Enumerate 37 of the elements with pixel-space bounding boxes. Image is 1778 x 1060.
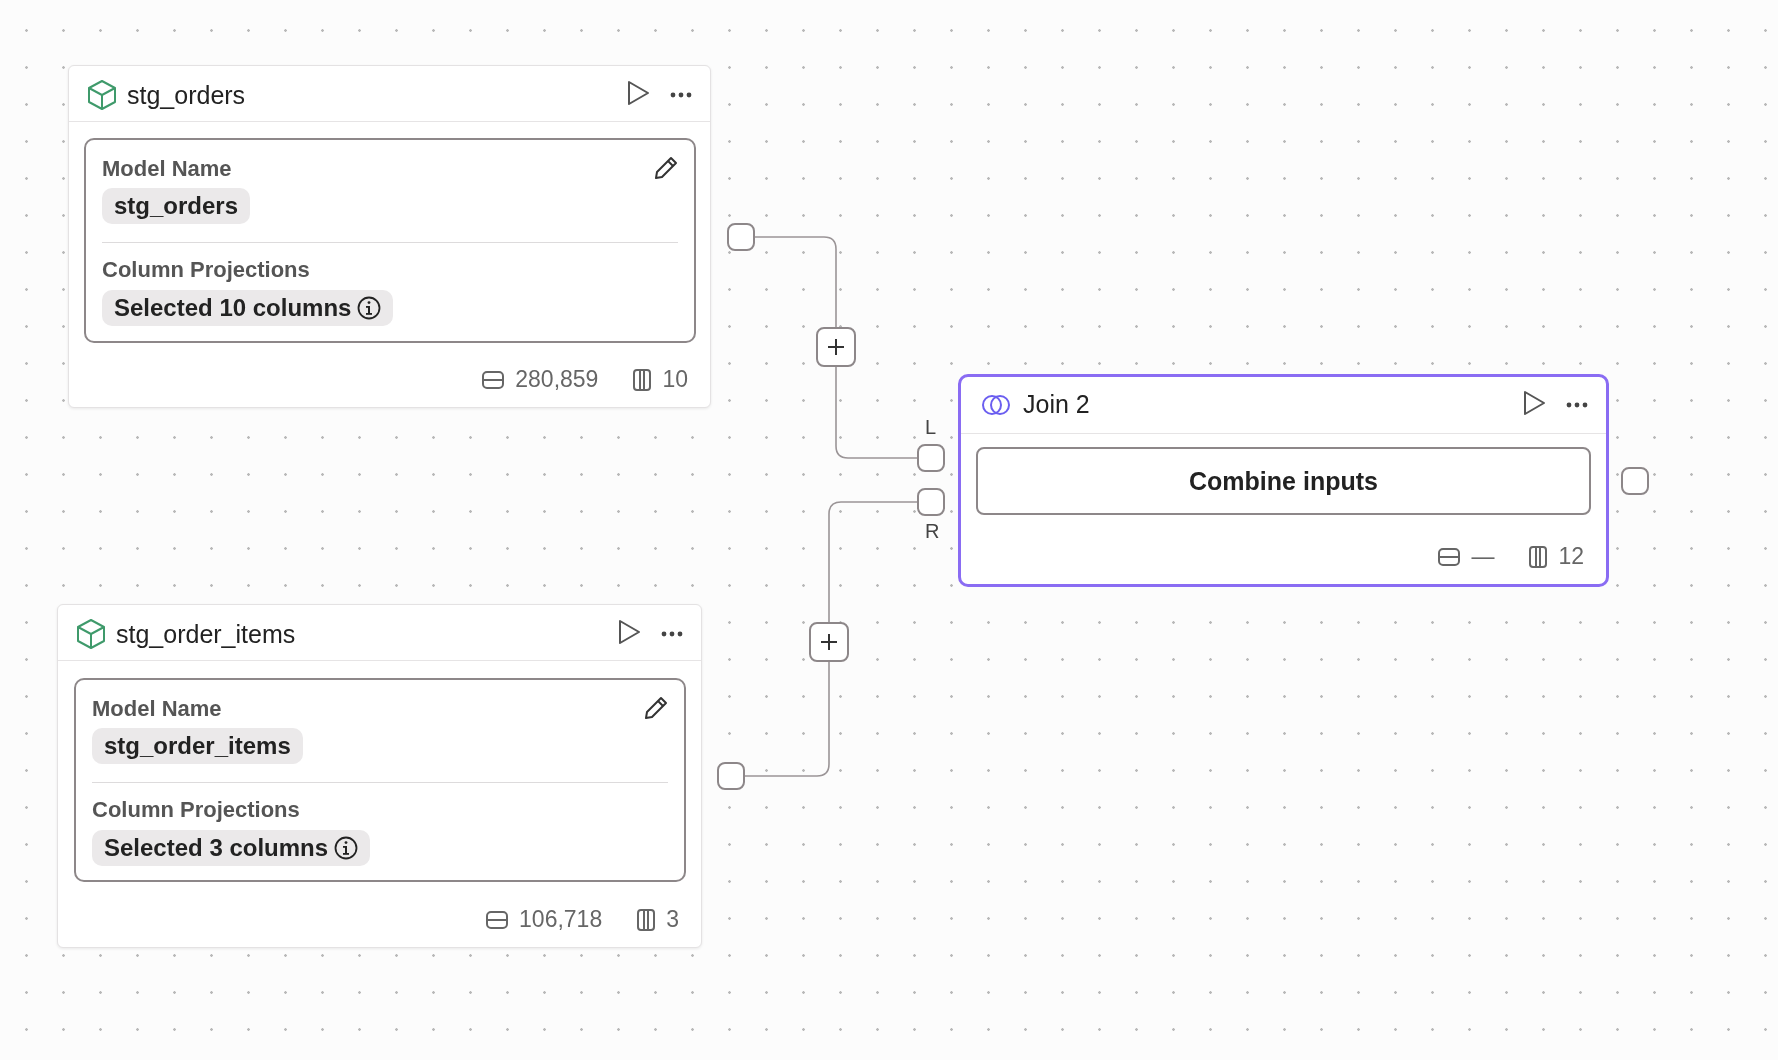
port-label: R	[925, 520, 940, 543]
chip-text: Selected 10 columns	[114, 294, 352, 322]
row-count: —	[1471, 543, 1495, 570]
connection-port	[727, 223, 755, 251]
chip-text: Selected 3 columns	[104, 834, 329, 862]
connector-line	[744, 661, 830, 777]
connection-port	[1621, 467, 1649, 495]
settings-panel	[74, 678, 686, 882]
node-title: Join 2	[1023, 389, 1090, 419]
join-card	[958, 374, 1609, 587]
row-count: 106,718	[519, 906, 603, 933]
model-name-chip: stg_order_items	[92, 728, 303, 764]
action-button	[976, 447, 1591, 515]
connector-line	[754, 236, 837, 328]
field-label: Model Name	[102, 156, 232, 182]
column-count: 3	[666, 906, 679, 933]
field-label: Column Projections	[92, 797, 300, 823]
model-card	[68, 65, 711, 408]
field-label: Column Projections	[102, 257, 310, 283]
port-label: L	[925, 416, 937, 439]
column-count: 12	[1558, 543, 1584, 570]
add-step-button	[809, 622, 849, 662]
model-card	[57, 604, 702, 948]
button-label: Combine inputs	[1189, 466, 1378, 496]
row-count: 280,859	[515, 366, 599, 393]
connector-line	[835, 366, 918, 459]
connection-port	[917, 444, 945, 472]
add-step-button	[816, 327, 856, 367]
model-name-chip: stg_orders	[102, 188, 251, 224]
connector-line	[828, 501, 918, 623]
column-count: 10	[662, 366, 688, 393]
connection-port	[917, 488, 945, 516]
field-label: Model Name	[92, 696, 222, 722]
connection-port	[717, 762, 745, 790]
model-title: stg_orders	[127, 80, 246, 110]
settings-panel	[84, 138, 696, 343]
model-title: stg_order_items	[116, 619, 296, 649]
